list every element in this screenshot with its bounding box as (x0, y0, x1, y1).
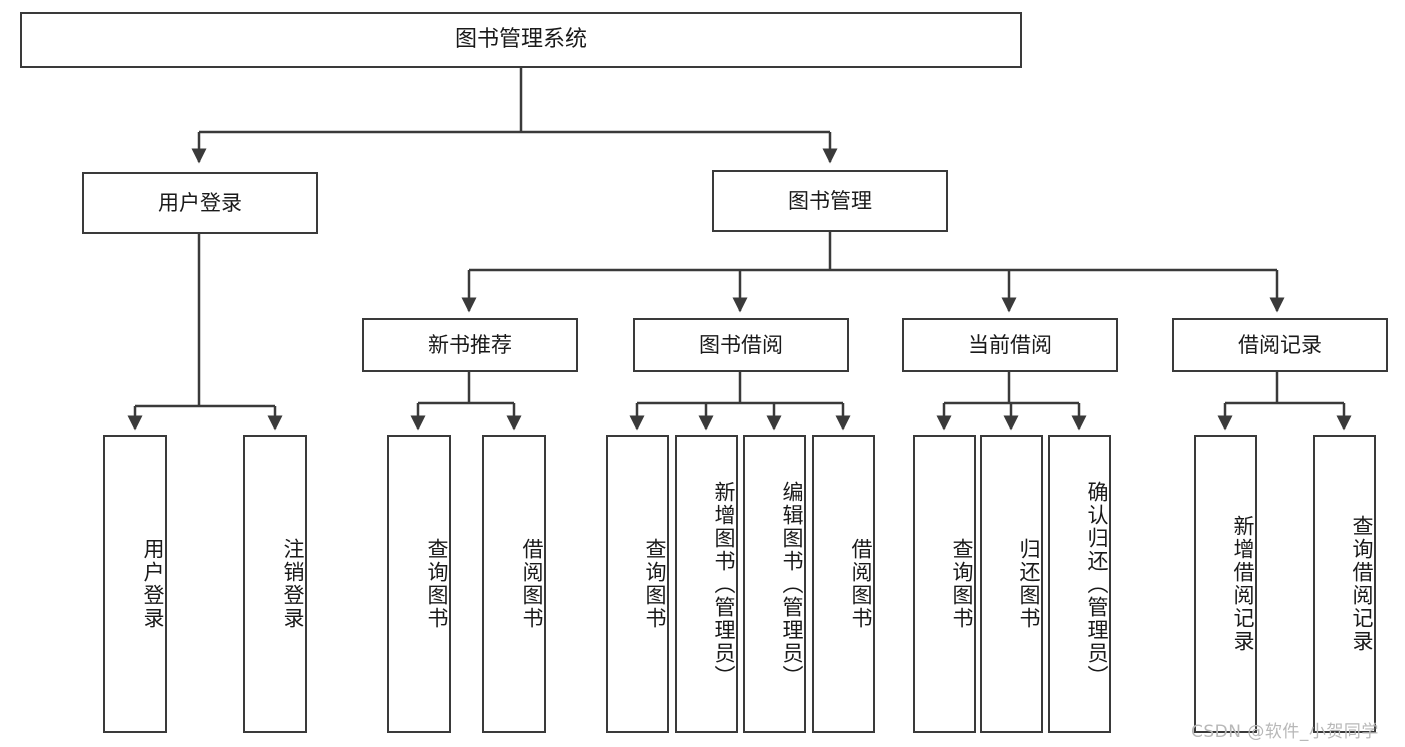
leaf-borrow-query-book[interactable]: 查询图书 (606, 435, 669, 733)
node-label: 确认归还（管理员） (1085, 480, 1109, 688)
node-label: 新增图书（管理员） (712, 480, 736, 688)
node-label: 新增借阅记录 (1231, 515, 1255, 653)
node-label: 新书推荐 (428, 332, 512, 357)
node-new-book-recommend[interactable]: 新书推荐 (362, 318, 578, 372)
node-borrow-record[interactable]: 借阅记录 (1172, 318, 1388, 372)
leaf-current-return-book[interactable]: 归还图书 (980, 435, 1043, 733)
node-book-management[interactable]: 图书管理 (712, 170, 948, 232)
node-label: 编辑图书（管理员） (780, 480, 804, 688)
watermark: CSDN @软件_小贺同学 (1191, 722, 1379, 742)
leaf-borrow-add-book-admin[interactable]: 新增图书（管理员） (675, 435, 738, 733)
leaf-borrow-edit-book-admin[interactable]: 编辑图书（管理员） (743, 435, 806, 733)
leaf-user-login-login[interactable]: 用户登录 (103, 435, 167, 733)
node-current-borrow[interactable]: 当前借阅 (902, 318, 1118, 372)
leaf-record-query-record[interactable]: 查询借阅记录 (1313, 435, 1376, 733)
leaf-recommend-query-book[interactable]: 查询图书 (387, 435, 451, 733)
node-label: 借阅图书 (849, 538, 873, 630)
leaf-current-confirm-return-admin[interactable]: 确认归还（管理员） (1048, 435, 1111, 733)
node-label: 图书管理系统 (454, 27, 587, 53)
leaf-borrow-borrow-book[interactable]: 借阅图书 (812, 435, 875, 733)
node-user-login[interactable]: 用户登录 (82, 172, 318, 234)
node-root-system[interactable]: 图书管理系统 (20, 12, 1022, 68)
node-label: 查询图书 (643, 538, 667, 630)
node-label: 查询借阅记录 (1350, 515, 1374, 653)
node-label: 查询图书 (950, 538, 974, 630)
node-label: 当前借阅 (968, 332, 1052, 357)
leaf-record-add-record[interactable]: 新增借阅记录 (1194, 435, 1257, 733)
node-label: 归还图书 (1017, 538, 1041, 630)
node-label: 用户登录 (158, 190, 242, 215)
node-label: 借阅图书 (520, 538, 544, 630)
node-label: 用户登录 (141, 538, 165, 630)
node-label: 查询图书 (425, 538, 449, 630)
leaf-recommend-borrow-book[interactable]: 借阅图书 (482, 435, 546, 733)
leaf-user-login-logout[interactable]: 注销登录 (243, 435, 307, 733)
node-label: 注销登录 (281, 538, 305, 630)
node-label: 图书借阅 (699, 332, 783, 357)
node-label: 图书管理 (788, 188, 872, 213)
leaf-current-query-book[interactable]: 查询图书 (913, 435, 976, 733)
node-book-borrow[interactable]: 图书借阅 (633, 318, 849, 372)
node-label: 借阅记录 (1238, 332, 1322, 357)
